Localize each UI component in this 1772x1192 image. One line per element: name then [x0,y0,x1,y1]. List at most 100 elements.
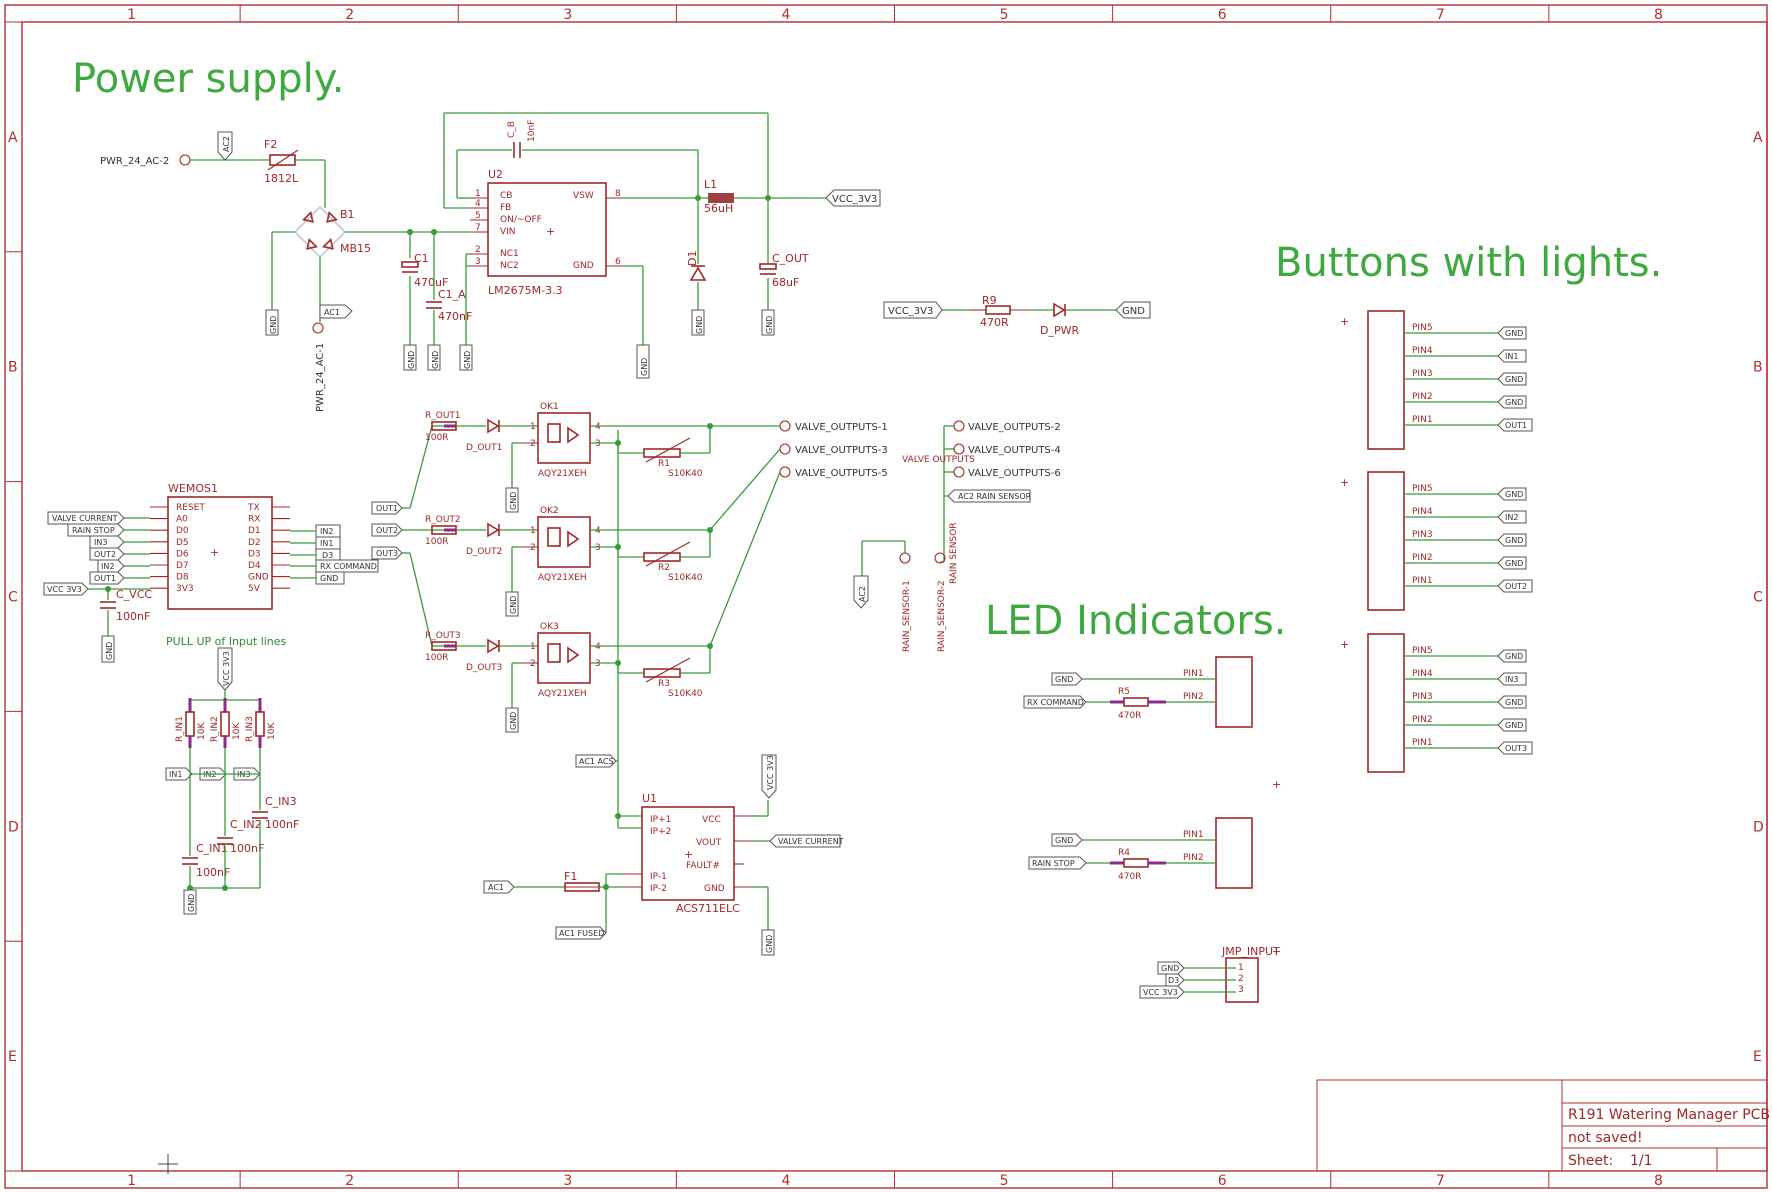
svg-text:AC2 RAIN SENSOR: AC2 RAIN SENSOR [958,492,1032,501]
button-pin-label: PIN5 [1412,484,1433,494]
ruler-col-top: 2 [345,7,354,23]
net-flag-ac2-rain [947,489,1031,503]
led-d-pwr [1053,302,1066,318]
button-net-flag [1497,533,1527,547]
gnd-flag [761,929,775,956]
ruler-col-top: 1 [127,7,136,23]
button-pin-label: PIN2 [1412,553,1433,563]
button-pin-label: PIN1 [1412,576,1433,586]
gnd-flag [403,344,417,371]
svg-text:AQY21XEH: AQY21XEH [538,689,587,699]
svg-text:7: 7 [475,223,481,233]
gnd-flag [691,309,705,336]
button-net-flag [1497,579,1533,593]
wemos-pin-label: D0 [176,526,189,536]
svg-text:3: 3 [595,439,601,449]
svg-text:10nF: 10nF [527,120,537,142]
svg-text:IN2: IN2 [101,562,114,571]
wemos-pin-label: GND [248,573,269,583]
led-resistor [1123,858,1149,868]
ruler-col-bottom: 2 [345,1173,354,1189]
net-flag-valve-current-u1 [769,834,841,848]
svg-text:C_IN1: C_IN1 [196,842,228,855]
button-pin-label: PIN4 [1412,346,1433,356]
net-flag-out2-b [371,523,403,537]
svg-text:D_PWR: D_PWR [1040,324,1079,337]
ruler-col-bottom: 4 [781,1173,790,1189]
svg-text:56uH: 56uH [704,202,733,215]
svg-text:IN1: IN1 [1505,352,1518,361]
svg-text:+: + [684,848,693,861]
buttons-block: +PIN5GNDPIN4IN1PIN3GNDPIN2GNDPIN1OUT1+PI… [1340,310,1533,773]
net-flag-ac2-rain-c [853,575,869,609]
svg-text:OUT2: OUT2 [376,526,398,535]
svg-text:10K: 10K [232,722,242,740]
svg-text:GND: GND [1055,675,1073,684]
svg-text:GND: GND [1122,306,1145,317]
wemos-pin-label: A0 [176,515,188,525]
gnd-flag [505,591,519,617]
net-flag-rx-command [315,559,379,573]
title-block-title: R191 Watering Manager PCB [1568,1107,1770,1123]
button-net-flag [1497,695,1527,709]
net-pwr-ac2: PWR_24_AC-2 [100,156,169,167]
svg-text:RX COMMAND: RX COMMAND [320,562,377,571]
svg-text:GND: GND [765,935,774,953]
wemos-pin-label: D6 [176,549,189,559]
svg-text:AC1 ACS: AC1 ACS [579,757,614,766]
svg-text:AC1: AC1 [324,308,340,317]
ruler-col-top: 3 [563,7,572,23]
led-net-flag [1051,672,1083,686]
valve-output-label: VALVE_OUTPUTS-5 [795,468,888,479]
svg-text:GND: GND [1505,652,1523,661]
svg-text:C_VCC: C_VCC [116,588,152,601]
button-net-flag [1497,395,1527,409]
svg-text:U1: U1 [642,792,657,805]
gnd-flag [505,487,519,513]
net-flag-vcc3v3-v [217,647,233,691]
svg-text:+: + [1272,778,1281,791]
svg-text:L1: L1 [704,178,717,191]
net-flag-out1 [89,571,125,585]
svg-text:3: 3 [595,543,601,553]
svg-text:PIN2: PIN2 [1183,853,1204,863]
cap-c1-ref: C1 [414,252,429,265]
button-pin-label: PIN3 [1412,530,1433,540]
svg-text:GND: GND [1161,964,1179,973]
button-net-flag [1497,418,1533,432]
valve-output-pad [779,420,791,432]
pullup-resistor [255,711,265,737]
svg-text:VCC 3V3: VCC 3V3 [1143,988,1178,997]
svg-text:AQY21XEH: AQY21XEH [538,469,587,479]
ruler-col-bottom: 6 [1218,1173,1227,1189]
svg-text:GND: GND [431,351,440,369]
button-net-flag [1497,556,1527,570]
svg-text:VOUT: VOUT [696,838,722,848]
led-resistor [1123,697,1149,707]
net-flag-ac1-fused [555,926,607,940]
gnd-flag [427,344,441,371]
resistor-r9 [985,305,1011,315]
svg-text:AQY21XEH: AQY21XEH [538,573,587,583]
svg-text:10K: 10K [197,722,207,740]
svg-text:R1: R1 [658,459,670,469]
svg-text:470nF: 470nF [438,310,472,323]
svg-text:R_OUT3: R_OUT3 [425,631,461,641]
button-pin-label: PIN1 [1412,415,1433,425]
button-pin-label: PIN5 [1412,323,1433,333]
ruler-row-left: D [8,819,19,835]
svg-text:OUT2: OUT2 [1505,582,1527,591]
svg-text:D_OUT1: D_OUT1 [466,443,502,453]
net-flag-d3-jmp [1165,973,1185,987]
svg-text:1: 1 [1238,963,1244,973]
ruler-row-left: E [8,1049,17,1065]
opto-channel: R_OUT1100RD_OUT1OK1AQY21XEH1243GNDR1S10K… [425,402,713,513]
svg-text:GND: GND [765,316,774,334]
svg-text:470R: 470R [1118,711,1141,721]
svg-text:PIN1: PIN1 [1183,830,1204,840]
button-net-flag [1497,718,1527,732]
svg-text:F2: F2 [264,138,277,151]
svg-text:D_OUT3: D_OUT3 [466,663,502,673]
section-title-buttons: Buttons with lights. [1275,240,1662,286]
